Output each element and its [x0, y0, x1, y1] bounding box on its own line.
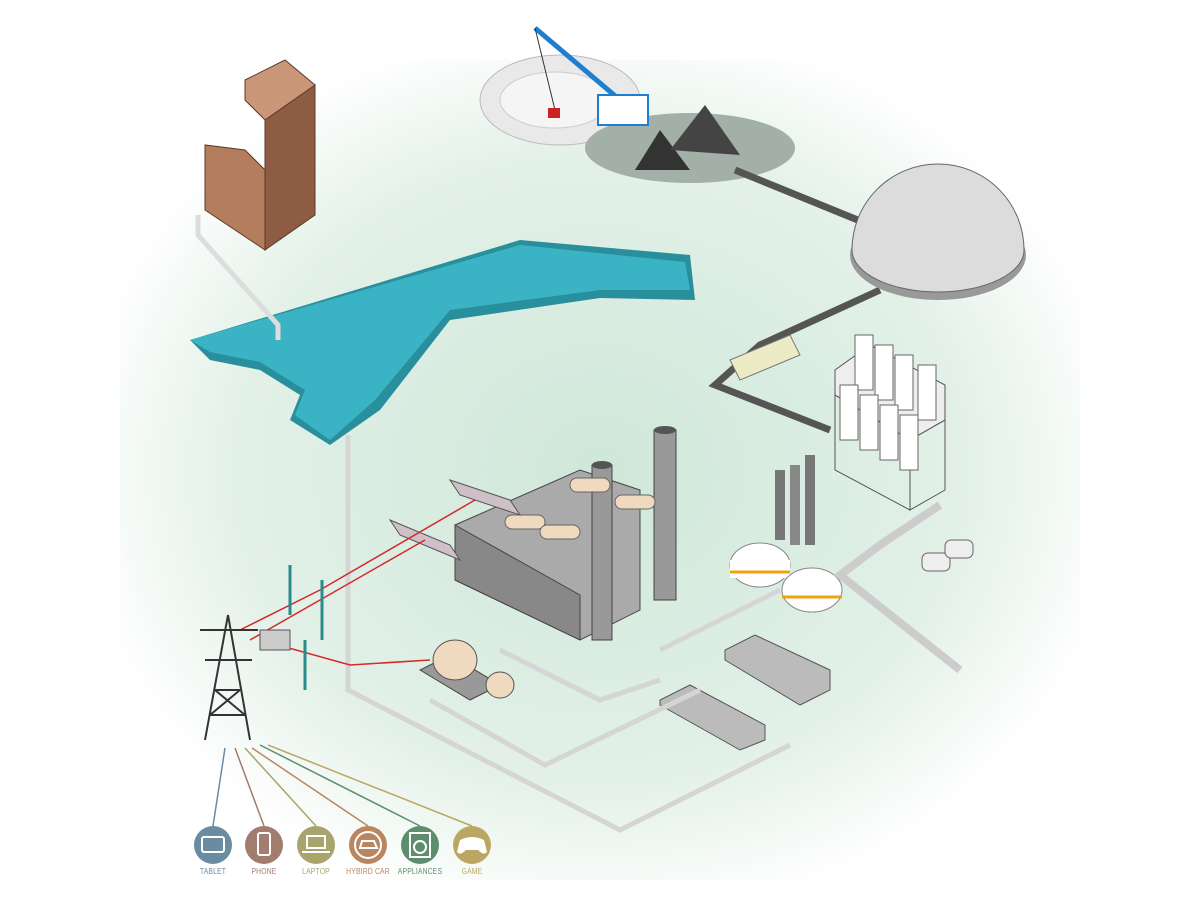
transmission-tower [200, 614, 258, 741]
label-hybrid-car: HYBIRD CAR [346, 867, 390, 876]
power-plant [454, 426, 677, 641]
label-tablet: TABLET [199, 867, 227, 876]
gamepad-icon [457, 837, 487, 854]
coal-crusher [729, 334, 801, 381]
coal-mine [479, 26, 795, 183]
device-hybrid-car [349, 826, 387, 864]
label-appliances: APPLIANCES [397, 867, 443, 876]
washing-machine-icon [409, 832, 431, 858]
office-building [195, 59, 316, 340]
device-tablet [194, 826, 232, 864]
tanker-trucks [921, 539, 974, 572]
silo-complex [834, 334, 946, 511]
phone-icon [257, 832, 271, 856]
pipes [345, 435, 792, 833]
device-phone [245, 826, 283, 864]
label-laptop: LAPTOP [302, 867, 330, 876]
device-laptop [297, 826, 335, 864]
refinery-tanks [729, 455, 963, 674]
water-treatment-tanks [659, 634, 831, 751]
laptop-icon [302, 835, 330, 853]
hybrid-car-icon [354, 831, 382, 859]
coal-storage-dome [850, 163, 1026, 300]
reservoir-lake [190, 240, 695, 445]
substation [259, 565, 324, 690]
turbines [388, 479, 522, 701]
label-phone: PHONE [251, 867, 277, 876]
device-appliances [401, 826, 439, 864]
distribution-lines [212, 744, 473, 827]
device-game [453, 826, 491, 864]
tablet-icon [201, 836, 225, 853]
label-game: GAME [461, 867, 483, 876]
